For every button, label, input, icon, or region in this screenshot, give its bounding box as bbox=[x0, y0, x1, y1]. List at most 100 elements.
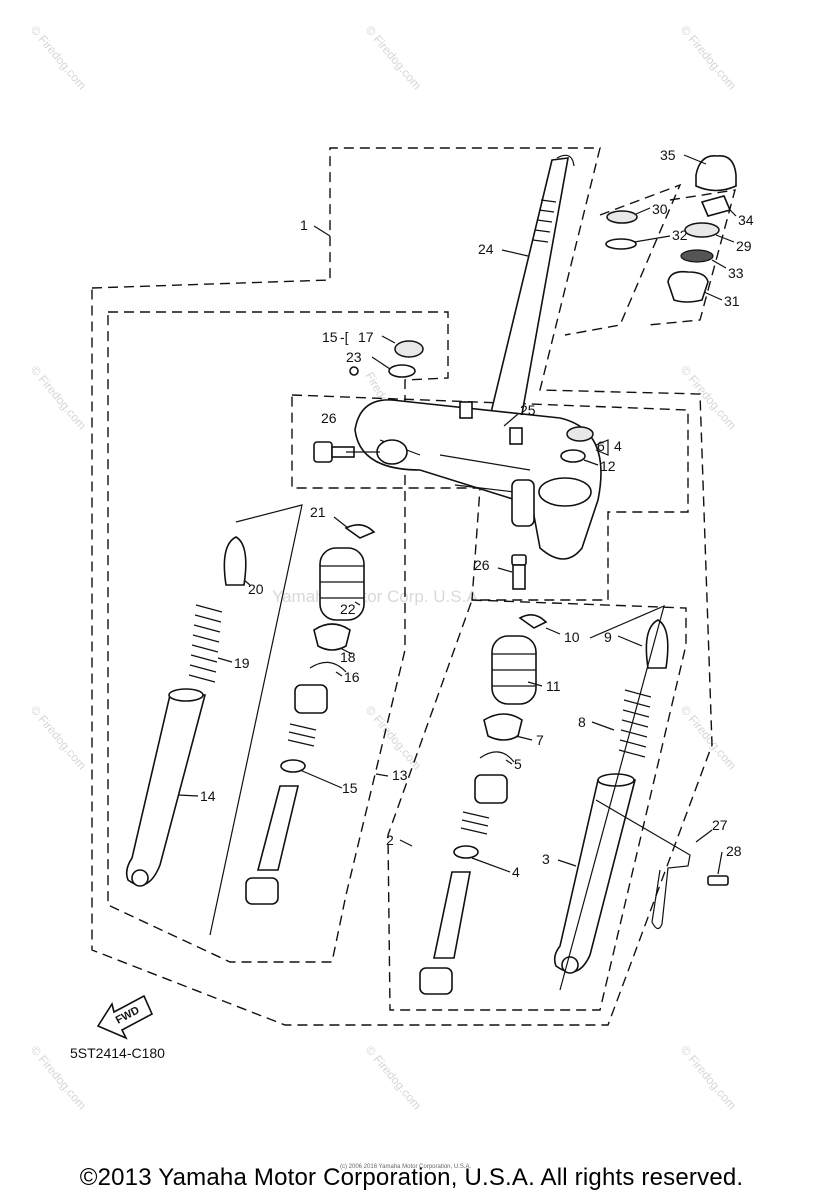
leader-lines bbox=[177, 154, 737, 991]
spring-8 bbox=[618, 689, 652, 758]
bracket-body bbox=[354, 399, 602, 560]
leader-15 bbox=[299, 769, 343, 789]
boot-22-ribs bbox=[320, 565, 364, 599]
callout-9: 9 bbox=[604, 629, 612, 645]
bolt-shank bbox=[512, 564, 526, 590]
callout-18: 18 bbox=[340, 649, 356, 665]
under-bracket bbox=[354, 399, 602, 560]
watermark-low-left: © Firedog.com bbox=[28, 703, 89, 772]
watermark-mid-right: © Firedog.com bbox=[678, 363, 739, 432]
outline-bearing-30-32 bbox=[564, 183, 682, 336]
leader-18 bbox=[339, 647, 353, 655]
dust-cover-20 bbox=[223, 536, 247, 586]
callout-6: 6 bbox=[597, 438, 605, 454]
leader-33 bbox=[711, 259, 727, 269]
left-fork bbox=[125, 524, 376, 905]
watermark-top-right: © Firedog.com bbox=[678, 23, 739, 92]
steering-stem bbox=[473, 154, 575, 436]
bolt-28 bbox=[707, 875, 729, 886]
callout-28: 28 bbox=[726, 843, 742, 859]
leader-32 bbox=[633, 235, 671, 243]
leader-22 bbox=[354, 601, 361, 606]
leader-27 bbox=[695, 829, 713, 843]
outline-assembly-2 bbox=[387, 599, 687, 1011]
leader-26b bbox=[497, 567, 513, 573]
leader-17 bbox=[381, 335, 396, 344]
cap-12 bbox=[560, 449, 586, 463]
outer-tube-3 bbox=[553, 779, 637, 973]
callout-7: 7 bbox=[536, 732, 544, 748]
watermark-low-mid: © Firedog.com bbox=[363, 703, 424, 772]
stem-clip bbox=[556, 154, 575, 167]
bushing-4-lower bbox=[419, 967, 453, 995]
watermark-top-mid: © Firedog.com bbox=[363, 23, 424, 92]
leader-21 bbox=[333, 516, 349, 529]
balls-32 bbox=[605, 238, 637, 250]
callout-labels: 1 24 35 34 29 33 31 30 32 15 -[ 17 23 25… bbox=[200, 147, 754, 880]
clip-21 bbox=[344, 524, 376, 539]
callout-33: 33 bbox=[728, 265, 744, 281]
callout-5: 5 bbox=[514, 756, 522, 772]
callout-3: 3 bbox=[542, 851, 550, 867]
callout-30: 30 bbox=[652, 201, 668, 217]
cap-6 bbox=[566, 426, 594, 442]
watermark-bottom-mid: © Firedog.com bbox=[363, 1043, 424, 1112]
rod-4 bbox=[433, 871, 471, 959]
leader-5 bbox=[505, 759, 513, 765]
callout-4b: 4 bbox=[512, 864, 520, 880]
nut-34 bbox=[700, 195, 732, 217]
bushing-4-upper bbox=[474, 774, 508, 804]
washer-23 bbox=[349, 366, 359, 376]
callout-22: 22 bbox=[340, 601, 356, 617]
dust-cover-9 bbox=[645, 619, 669, 669]
race-31 bbox=[667, 270, 709, 303]
leader-group-2 bbox=[559, 604, 665, 991]
callout-19: 19 bbox=[234, 655, 250, 671]
callout-1: 1 bbox=[300, 217, 308, 233]
axle-eye-14 bbox=[131, 869, 149, 887]
cap-35 bbox=[695, 155, 737, 192]
outer-tube-14 bbox=[125, 694, 207, 886]
callout-21: 21 bbox=[310, 504, 326, 520]
watermark-top-left: © Firedog.com bbox=[28, 23, 89, 92]
leader-29 bbox=[715, 234, 735, 243]
race-30 bbox=[606, 210, 638, 224]
bracket-tab-right bbox=[509, 427, 523, 445]
right-fork bbox=[419, 614, 729, 995]
balls-33 bbox=[680, 249, 714, 263]
watermarks: © Firedog.com © Firedog.com © Firedog.co… bbox=[28, 23, 739, 1112]
leader-14 bbox=[177, 794, 199, 797]
leader-31 bbox=[703, 291, 723, 301]
outline-assembly-13 bbox=[107, 311, 449, 963]
leader-10 bbox=[545, 627, 561, 635]
spring-4 bbox=[460, 811, 490, 835]
assembly-outlines bbox=[91, 147, 736, 1026]
leader-24 bbox=[501, 249, 529, 257]
washer-4 bbox=[453, 845, 479, 859]
stem-thread bbox=[532, 199, 557, 243]
leader-9 bbox=[617, 635, 643, 647]
callout-24: 24 bbox=[478, 241, 494, 257]
clip-5 bbox=[479, 751, 515, 763]
callout-26a: 26 bbox=[321, 410, 337, 426]
spring-19 bbox=[188, 604, 223, 683]
leader-13 bbox=[375, 773, 389, 777]
washer-15 bbox=[280, 759, 306, 773]
seal-18 bbox=[313, 623, 351, 651]
watermark-low-right: © Firedog.com bbox=[678, 703, 739, 772]
rod-15 bbox=[256, 785, 300, 871]
race-29 bbox=[684, 222, 720, 238]
clip-10 bbox=[518, 614, 548, 629]
callout-20: 20 bbox=[248, 581, 264, 597]
clip-16 bbox=[309, 661, 347, 673]
stem-shaft bbox=[486, 157, 569, 426]
callout-25: 25 bbox=[520, 402, 536, 418]
callout-15b: 15 bbox=[342, 780, 358, 796]
callout-23: 23 bbox=[346, 349, 362, 365]
bolt-head bbox=[313, 441, 333, 463]
leader-35 bbox=[683, 154, 707, 165]
bolt-head bbox=[511, 554, 527, 566]
leader-7 bbox=[515, 735, 533, 741]
bracket-lower-boss bbox=[511, 479, 535, 527]
bearing-stack bbox=[605, 155, 737, 303]
